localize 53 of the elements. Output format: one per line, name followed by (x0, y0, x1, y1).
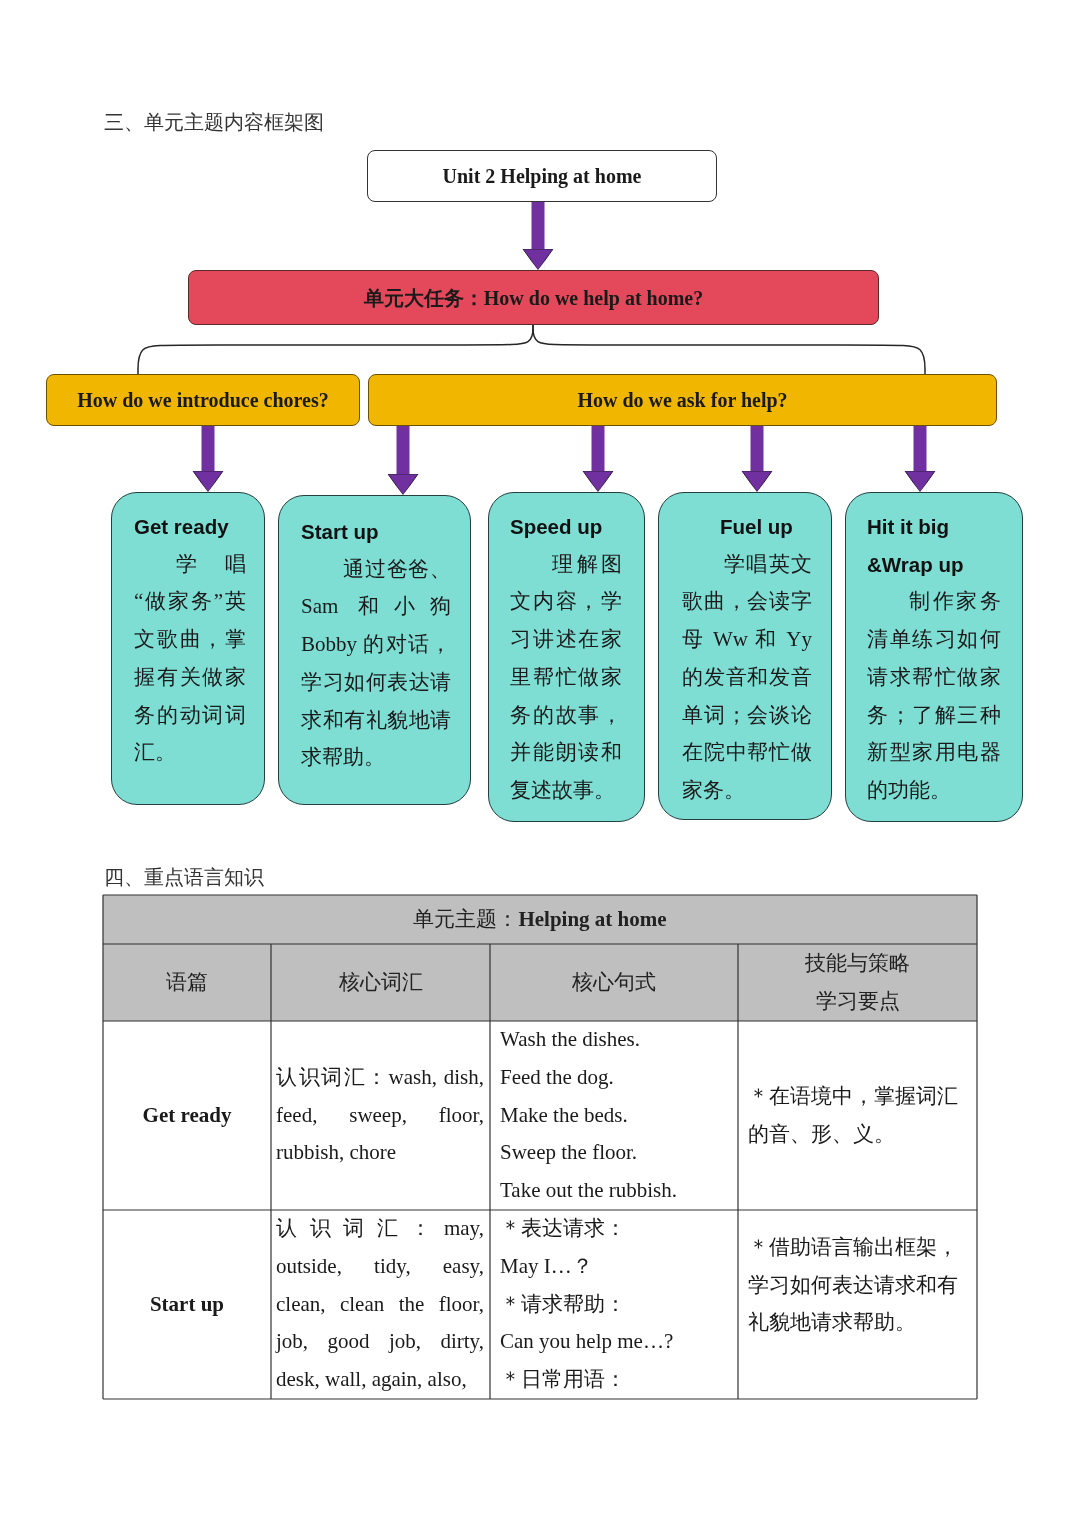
question-banner (368, 374, 997, 426)
lesson-description: 理解图文内容，学习讲述在家里帮忙做家务的故事，并能朗读和复述故事。 (510, 550, 622, 804)
lesson-heading: Speed up (510, 514, 603, 540)
sentence-pattern: Can you help me…? (500, 1328, 674, 1356)
lesson-description: 学唱“做家务”英文歌曲，掌握有关做家务的动词词汇。 (134, 550, 246, 767)
question-banner (46, 374, 360, 426)
arrow (741, 426, 773, 493)
lesson-name: Get ready (142, 1101, 232, 1129)
section-heading: 三、单元主题内容框架图 (104, 110, 324, 135)
sentence-pattern: Make the beds. (500, 1101, 628, 1129)
title-box (367, 150, 717, 202)
column-header: 技能与策略学习要点 (738, 944, 977, 1021)
arrow (387, 426, 419, 496)
sentence-pattern: ＊请求帮助： (500, 1290, 626, 1318)
arrow (192, 426, 224, 493)
sentence-pattern: ＊表达请求： (500, 1215, 626, 1243)
section-heading: 四、重点语言知识 (104, 865, 264, 890)
lesson-description: 学唱英文歌曲，会读字母 Ww 和 Yy 的发音和发音单词；会谈论在院中帮忙做家务。 (682, 550, 812, 804)
sentence-pattern: Sweep the floor. (500, 1139, 638, 1167)
arrow (582, 426, 614, 493)
arrow (522, 202, 554, 271)
lesson-heading: Hit it big &Wrap up (867, 514, 965, 578)
lesson-description: 制作家务清单练习如何请求帮忙做家务；了解三种新型家用电器的功能。 (867, 588, 1001, 804)
lesson-card (845, 492, 1023, 822)
sentence-pattern: Take out the rubbish. (500, 1177, 677, 1205)
sentence-pattern: Wash the dishes. (500, 1026, 641, 1054)
vocabulary-list: 认识词汇：wash, dish, feed, sweep, floor, rubbish, chore (276, 1058, 484, 1173)
connector-line (532, 324, 926, 375)
lesson-card (111, 492, 265, 805)
task-banner (188, 270, 879, 325)
question-text: How do we introduce chores? (77, 388, 329, 413)
column-header: 核心词汇 (271, 944, 490, 1021)
lesson-description: 通过爸爸、Sam 和小狗 Bobby 的对话，学习如何表达请求和有礼貌地请求帮助。 (301, 555, 451, 772)
strategy-note: ＊借助语言输出框架，学习如何表达请求和有礼貌地请求帮助。 (748, 1234, 959, 1337)
sentence-pattern: Feed the dog. (500, 1063, 614, 1091)
lesson-heading: Start up (301, 519, 379, 545)
lesson-card (278, 495, 471, 805)
unit-title: Unit 2 Helping at home (442, 164, 642, 189)
lesson-card (658, 492, 832, 820)
column-header: 语篇 (103, 944, 271, 1021)
column-header: 核心句式 (490, 944, 738, 1021)
question-text: How do we ask for help? (577, 388, 788, 413)
lesson-heading: Fuel up (720, 514, 793, 540)
strategy-note: ＊在语境中，掌握词汇的音、形、义。 (748, 1082, 959, 1148)
vocabulary-list: 认识词汇：may, outside, tidy, easy, clean, clean the floor, job, good job, dirty, desk, wall, again, also, (276, 1210, 484, 1399)
task-question: 单元大任务：How do we help at home? (363, 285, 704, 311)
sentence-pattern: May I…？ (500, 1252, 593, 1280)
table-title: 单元主题：Helping at home (103, 895, 977, 944)
sentence-pattern: ＊日常用语： (500, 1366, 626, 1394)
lesson-heading: Get ready (134, 514, 229, 540)
lesson-card (488, 492, 645, 822)
arrow (904, 426, 936, 493)
lesson-name: Start up (149, 1290, 225, 1318)
